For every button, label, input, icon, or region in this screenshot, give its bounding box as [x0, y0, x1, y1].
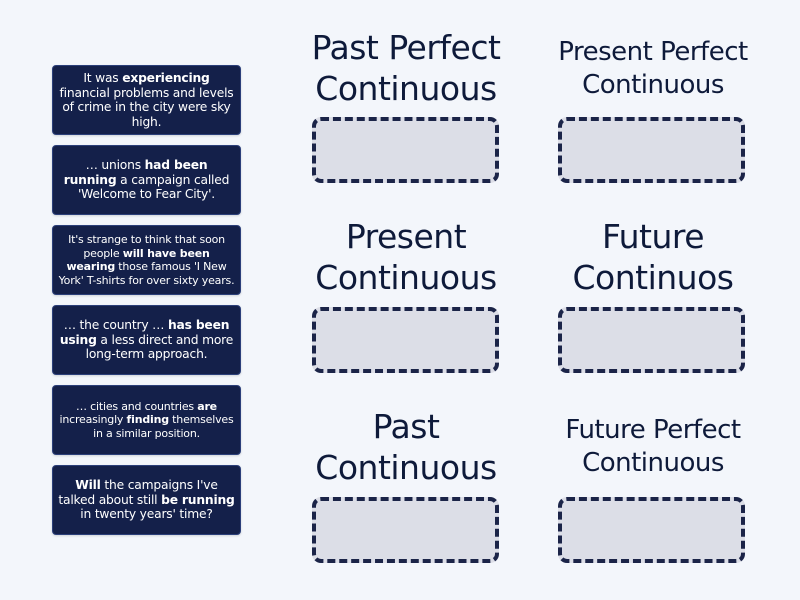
- category-title-past-perfect-continuous: Past Perfect Continuous: [290, 27, 522, 109]
- sentence-card-5[interactable]: … cities and countries are increasingly …: [52, 385, 241, 455]
- category-title-line: Present: [345, 217, 467, 256]
- category-title-future-perfect-continuous: Future Perfect Continuous: [536, 414, 770, 480]
- drop-zone-future-perfect-continuous[interactable]: [558, 497, 745, 563]
- sentence-card-6[interactable]: Will the campaigns I've talked about sti…: [52, 465, 241, 535]
- category-title-line: Continuos: [572, 258, 734, 297]
- category-title-line: Continuous: [582, 448, 724, 478]
- category-title-past-continuous: Past Continuous: [290, 406, 522, 488]
- card-text: … the country … has been using a less di…: [59, 318, 234, 362]
- category-title-line: Present Perfect: [558, 37, 748, 67]
- card-text: Will the campaigns I've talked about sti…: [58, 478, 235, 522]
- drop-zone-past-perfect-continuous[interactable]: [312, 117, 499, 183]
- card-text: It's strange to think that soon people w…: [58, 233, 235, 287]
- category-title-line: Continuous: [315, 258, 497, 297]
- drop-zone-present-perfect-continuous[interactable]: [558, 117, 745, 183]
- card-text: … unions had been running a campaign cal…: [63, 158, 230, 202]
- sentence-card-2[interactable]: … unions had been running a campaign cal…: [52, 145, 241, 215]
- category-title-future-continuous: Future Continuos: [536, 216, 770, 298]
- drop-zone-present-continuous[interactable]: [312, 307, 499, 373]
- category-title-line: Continuous: [315, 69, 497, 108]
- category-title-present-perfect-continuous: Present Perfect Continuous: [536, 36, 770, 102]
- category-title-line: Future: [601, 217, 705, 256]
- sentence-card-3[interactable]: It's strange to think that soon people w…: [52, 225, 241, 295]
- category-title-line: Future Perfect: [565, 415, 741, 445]
- category-title-line: Past: [372, 407, 440, 446]
- category-title-line: Continuous: [582, 70, 724, 100]
- drop-zone-past-continuous[interactable]: [312, 497, 499, 563]
- category-title-present-continuous: Present Continuous: [290, 216, 522, 298]
- category-title-line: Past Perfect: [311, 28, 501, 67]
- drop-zone-future-continuous[interactable]: [558, 307, 745, 373]
- card-text: … cities and countries are increasingly …: [59, 399, 234, 440]
- sentence-card-1[interactable]: It was experiencing financial problems a…: [52, 65, 241, 135]
- card-text: It was experiencing financial problems a…: [59, 71, 234, 129]
- category-title-line: Continuous: [315, 448, 497, 487]
- sentence-card-4[interactable]: … the country … has been using a less di…: [52, 305, 241, 375]
